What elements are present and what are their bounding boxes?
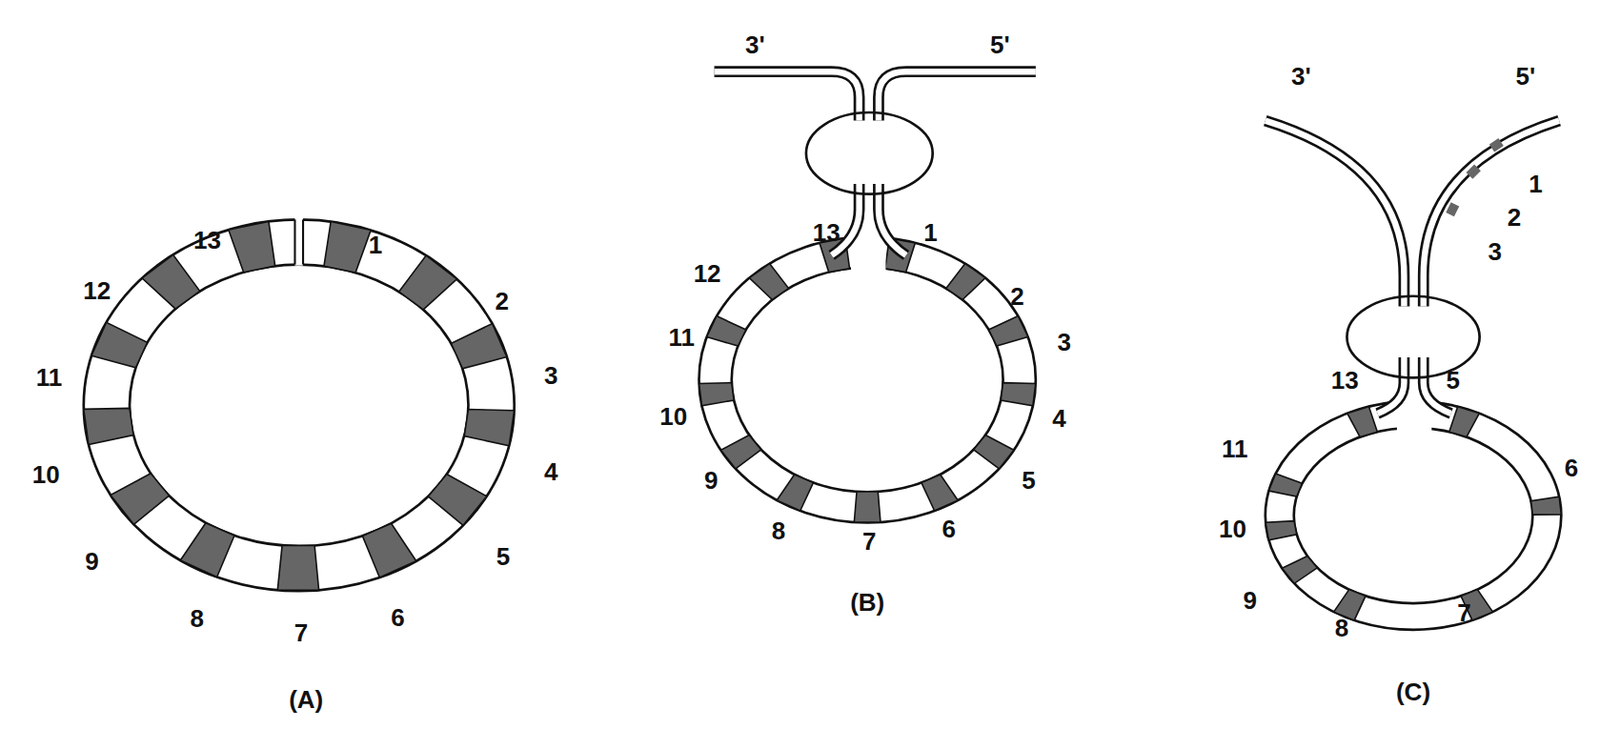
callout-number: 9 bbox=[84, 548, 99, 574]
dna-strands-b bbox=[714, 71, 1036, 256]
dna-segment bbox=[1281, 555, 1317, 584]
plasmid-ring-a bbox=[83, 219, 515, 591]
dna-segment bbox=[853, 491, 881, 523]
dna-segment bbox=[1265, 521, 1297, 541]
callout-number: 13 bbox=[812, 220, 841, 245]
callout-number: 5 bbox=[1446, 367, 1460, 393]
callout-number: 4 bbox=[544, 459, 558, 485]
dna-segment bbox=[277, 545, 319, 590]
dna-segment bbox=[989, 316, 1029, 346]
callout-number: 11 bbox=[1221, 436, 1249, 462]
dna-segment bbox=[450, 324, 507, 369]
callout-number: 5 bbox=[1021, 467, 1035, 493]
callout-number: 8 bbox=[771, 518, 786, 544]
callout-number: 7 bbox=[1457, 600, 1471, 626]
callout-number: 2 bbox=[1010, 283, 1024, 309]
dna-segment bbox=[921, 474, 958, 511]
callout-number: 9 bbox=[704, 467, 718, 493]
dna-segment bbox=[464, 409, 514, 446]
dna-segment bbox=[699, 383, 735, 406]
plasmid-ring-c bbox=[1265, 401, 1562, 630]
dna-strands-c bbox=[1265, 121, 1560, 414]
callout-number: 8 bbox=[1335, 615, 1349, 641]
dna-segment bbox=[399, 255, 458, 310]
callout-number: 3 bbox=[1057, 329, 1072, 355]
callout-number: 8 bbox=[189, 606, 203, 631]
dna-segment bbox=[1531, 496, 1562, 515]
dna-segment bbox=[1000, 383, 1036, 406]
dna-segment bbox=[228, 221, 276, 272]
dna-segment bbox=[427, 474, 487, 527]
callout-number: 12 bbox=[693, 261, 722, 286]
dna-segment bbox=[776, 474, 813, 511]
dna-segment bbox=[720, 435, 761, 469]
callout-number: 13 bbox=[1331, 367, 1359, 393]
dna-segment bbox=[324, 222, 371, 273]
strand-end-label: 3' bbox=[745, 32, 766, 58]
callout-number: 5 bbox=[496, 544, 510, 569]
dna-segment bbox=[362, 523, 416, 578]
dna-segment bbox=[973, 435, 1014, 469]
callout-number: 12 bbox=[82, 278, 111, 304]
callout-number: 6 bbox=[390, 605, 405, 630]
callout-number: 3 bbox=[544, 363, 558, 388]
callout-number: 3 bbox=[1487, 239, 1501, 264]
dna-segment bbox=[707, 316, 747, 346]
callout-number: 1 bbox=[368, 232, 383, 258]
callout-number: 11 bbox=[36, 364, 63, 390]
callout-number: 10 bbox=[659, 404, 688, 429]
dna-segment bbox=[1268, 473, 1302, 497]
strand-end-label: 3' bbox=[1291, 63, 1312, 89]
dna-segment bbox=[91, 322, 148, 367]
callout-number: 7 bbox=[862, 528, 876, 554]
callout-number: 1 bbox=[1528, 171, 1542, 197]
dna-segment bbox=[141, 254, 201, 309]
callout-number: 2 bbox=[495, 288, 509, 314]
callout-number: 6 bbox=[942, 516, 956, 542]
callout-number: 10 bbox=[32, 462, 61, 487]
dna-segment bbox=[1449, 406, 1480, 438]
callout-number: 7 bbox=[294, 620, 308, 646]
dna-segment bbox=[1347, 406, 1378, 438]
panel-label: (B) bbox=[850, 589, 885, 615]
plasmid-ring-b bbox=[698, 237, 1035, 524]
dna-segment bbox=[110, 473, 169, 526]
callout-number: 10 bbox=[1218, 516, 1247, 542]
dna-segment bbox=[180, 523, 235, 578]
dna-segment bbox=[83, 407, 134, 445]
panel-label: (A) bbox=[288, 687, 324, 712]
ring-nick bbox=[294, 216, 304, 265]
callout-number: 1 bbox=[923, 220, 937, 245]
panel-label: (C) bbox=[1396, 679, 1431, 705]
callout-number: 13 bbox=[193, 227, 222, 253]
dna-segment bbox=[946, 263, 986, 300]
callout-number: 2 bbox=[1507, 204, 1521, 230]
dna-segment bbox=[749, 263, 789, 300]
strand-end-label: 5' bbox=[1515, 63, 1536, 89]
callout-number: 9 bbox=[1242, 587, 1256, 613]
callout-number: 11 bbox=[668, 324, 696, 350]
strand-end-label: 5' bbox=[990, 32, 1011, 58]
callout-number: 4 bbox=[1052, 405, 1066, 431]
callout-number: 6 bbox=[1564, 455, 1579, 481]
